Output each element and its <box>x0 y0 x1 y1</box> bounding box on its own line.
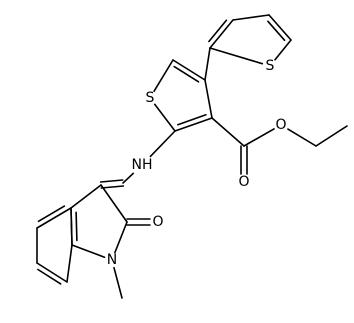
bond-line <box>100 185 125 189</box>
bond-line <box>122 172 135 184</box>
sulfur-atom-label: S <box>146 90 155 106</box>
bond-line <box>211 117 245 147</box>
oxygen-atom-label: O <box>275 117 286 133</box>
bond-line <box>100 184 128 223</box>
bond-line <box>268 14 292 41</box>
bond-line <box>209 47 264 65</box>
bond-line <box>173 65 200 83</box>
bond-layer <box>36 14 348 299</box>
nitrogen-atom-label: N <box>107 252 117 268</box>
bond-line <box>274 39 292 61</box>
bond-line <box>204 47 211 81</box>
bond-line <box>177 114 207 126</box>
bond-line <box>209 19 234 49</box>
bond-line <box>37 205 66 223</box>
bond-line <box>70 207 73 246</box>
bond-line <box>315 125 348 147</box>
oxygen-atom-label: O <box>238 174 249 190</box>
amine-atom-label: NH <box>132 157 153 173</box>
sulfur-atom-label: S <box>266 58 275 74</box>
bond-line <box>37 268 62 285</box>
bond-line <box>36 207 72 229</box>
bond-line <box>204 79 213 119</box>
bond-line <box>71 244 106 259</box>
bond-line <box>153 59 174 92</box>
bond-line <box>114 221 128 254</box>
bond-line <box>99 179 124 183</box>
bond-line <box>267 20 286 42</box>
bond-line <box>154 103 176 132</box>
bond-line <box>113 266 123 299</box>
bond-line <box>149 130 176 158</box>
bond-line <box>208 19 228 43</box>
bond-line <box>36 262 68 283</box>
oxygen-atom-label: O <box>152 214 163 230</box>
bond-line <box>232 14 270 21</box>
bond-line <box>70 184 102 209</box>
bond-line <box>174 117 213 132</box>
bond-line <box>75 211 78 242</box>
bond-line <box>172 59 206 81</box>
bond-line <box>243 128 275 147</box>
bond-line <box>287 128 317 147</box>
atom-label-layer: S S O O NH N O <box>107 58 287 268</box>
bond-line <box>66 244 73 283</box>
